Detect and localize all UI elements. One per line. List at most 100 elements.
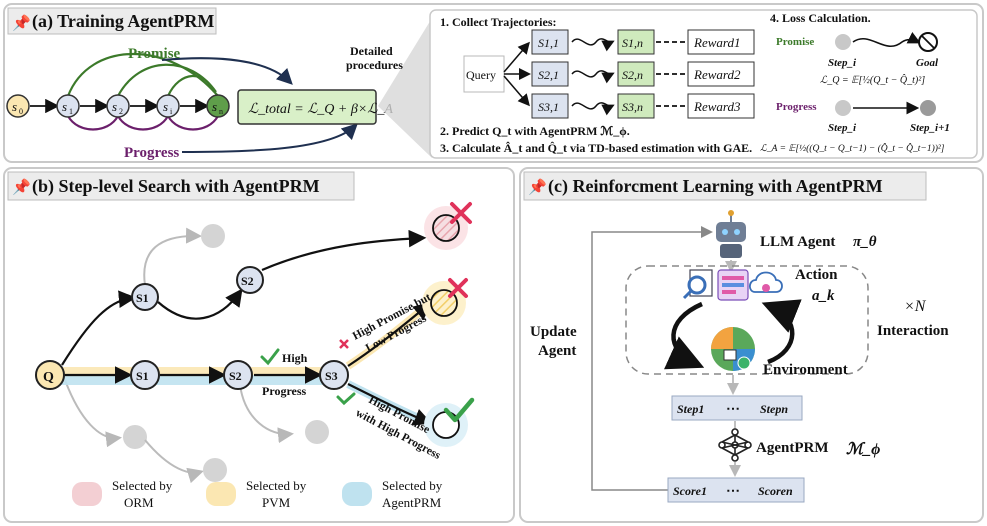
cross-icon <box>450 202 472 224</box>
legend-agentprm-line1: Selected by <box>382 478 443 493</box>
steps-bar: Step1 ⋯ Stepn <box>671 395 803 421</box>
progress-next-label: Step_i+1 <box>910 122 950 134</box>
svg-text:S2: S2 <box>241 274 254 288</box>
svg-text:S1,1: S1,1 <box>538 36 559 50</box>
legend-swatch-orm <box>72 482 102 506</box>
detailed-label-2: procedures <box>346 58 403 72</box>
svg-text:S2,n: S2,n <box>622 68 643 82</box>
scores-ellipsis: ⋯ <box>726 484 740 499</box>
progress-step-label: Step_i <box>828 122 857 134</box>
la-formula: ℒ_A = 𝔼[½((Q_t − Q_t−1) − (Q̂_t − Q̂_t−1… <box>760 141 945 154</box>
promise-step-label: Step_i <box>828 57 857 69</box>
high-progress-label-2: Progress <box>262 384 307 398</box>
trajectory-row-2: S2,1 S2,n Reward2 <box>531 61 755 87</box>
panel-b-title: (b) Step-level Search with AgentPRM <box>32 176 320 197</box>
svg-text:n: n <box>219 107 223 116</box>
query-arrow-1 <box>503 41 530 73</box>
node-s2-upper: S2 <box>236 266 264 294</box>
legend-swatch-pvm <box>206 482 236 506</box>
node-s1: s 1 <box>56 94 80 118</box>
svg-text:S3,n: S3,n <box>622 100 643 114</box>
environment-icon <box>711 327 755 371</box>
llm-agent-label: LLM Agent <box>760 234 835 250</box>
svg-text:s: s <box>62 99 67 114</box>
branch-s3-yellow <box>347 302 432 367</box>
promise-label: Promise <box>128 46 181 62</box>
environment-label: Environment <box>763 362 848 378</box>
grey-branch-2 <box>64 379 122 448</box>
panel-c-title: (c) Reinforcment Learning with AgentPRM <box>548 176 883 197</box>
panel-a-title-box <box>7 7 217 35</box>
times-n-label: ×N <box>904 298 927 315</box>
action-label: Action <box>795 267 838 283</box>
loss-total-box <box>237 89 377 125</box>
update-loop-line <box>591 226 713 491</box>
loss-total-formula: ℒ_total = ℒ_Q + β×ℒ_A <box>248 102 393 117</box>
check-icon <box>443 397 475 423</box>
high-progress-label-1: High <box>282 351 308 365</box>
progress-small-label: Progress <box>776 101 817 113</box>
promise-wave-arrow <box>852 31 921 48</box>
svg-text:0: 0 <box>19 107 23 116</box>
grey-node-2 <box>123 425 147 449</box>
cloud-music-icon <box>748 271 783 293</box>
neural-network-icon <box>718 428 752 462</box>
svg-text:Q: Q <box>43 370 54 385</box>
detail-funnel <box>378 18 432 158</box>
svg-text:s: s <box>112 99 117 114</box>
m-phi-label: ℳ_ϕ <box>846 441 880 458</box>
node-s2-main: S2 <box>223 360 253 390</box>
svg-text:S1: S1 <box>136 291 149 305</box>
grey-node-1 <box>201 224 225 248</box>
promise-arc-1 <box>66 53 219 97</box>
svg-text:S3,1: S3,1 <box>538 100 559 114</box>
grey-node-3 <box>203 458 227 482</box>
legend-orm-line1: Selected by <box>112 478 173 493</box>
node-s0: s 0 <box>6 94 30 118</box>
cycle-arrow-right <box>761 299 802 365</box>
svg-text:s: s <box>212 99 217 114</box>
panel-c-title-box <box>523 171 927 201</box>
trajectory-row-1: S1,1 S1,n Reward1 <box>531 29 755 55</box>
step3-label: 3. Calculate Â_t and Q̂_t via TD-based e… <box>440 141 752 155</box>
query-label: Query <box>466 68 496 82</box>
svg-text:S1: S1 <box>136 369 149 383</box>
svg-text:Reward1: Reward1 <box>693 35 740 50</box>
step-n-label: Stepn <box>760 402 788 416</box>
step1-label: 1. Collect Trajectories: <box>440 15 557 29</box>
agentprm-end-node <box>424 397 475 447</box>
progress-step-dot <box>835 100 851 116</box>
detailed-label-1: Detailed <box>350 44 393 58</box>
cycle-arrow-left <box>663 301 705 370</box>
svg-text:S1,n: S1,n <box>622 36 643 50</box>
pin-icon: 📌 <box>528 177 547 196</box>
pi-theta-label: π_θ <box>853 234 877 250</box>
small-cross-icon <box>339 339 349 349</box>
svg-text:S2,1: S2,1 <box>538 68 559 82</box>
robot-icon <box>716 210 746 258</box>
pin-icon: 📌 <box>12 13 31 32</box>
svg-text:S2: S2 <box>229 369 242 383</box>
agentprm-label: AgentPRM <box>756 440 828 456</box>
progress-arc-3 <box>167 115 219 131</box>
promise-step-dot <box>835 34 851 50</box>
lq-formula: ℒ_Q = 𝔼[½(Q_t − Q̂_t)²] <box>820 73 925 86</box>
web-app-icon <box>717 269 749 301</box>
trajectory-row-3: S3,1 S3,n Reward3 <box>531 93 755 119</box>
step2-label: 2. Predict Q_t with AgentPRM ℳ_ϕ. <box>440 124 630 138</box>
legend-pvm-line2: PVM <box>262 495 291 510</box>
legend-swatch-agentprm <box>342 482 372 506</box>
pin-icon: 📌 <box>12 177 31 196</box>
scores-bar: Score1 ⋯ Scoren <box>667 477 805 503</box>
small-check-icon <box>260 348 280 366</box>
progress-next-dot <box>920 100 936 116</box>
pvm-end-node <box>422 278 468 325</box>
steps-ellipsis: ⋯ <box>726 402 740 417</box>
cross-icon <box>448 278 468 298</box>
goal-label: Goal <box>916 57 939 69</box>
panel-a: 📌 (a) Training AgentPRM Promise Progress… <box>3 3 984 163</box>
svg-text:Reward3: Reward3 <box>693 99 741 114</box>
score-1-label: Score1 <box>673 484 707 498</box>
panel-a-title: (a) Training AgentPRM <box>32 11 214 32</box>
